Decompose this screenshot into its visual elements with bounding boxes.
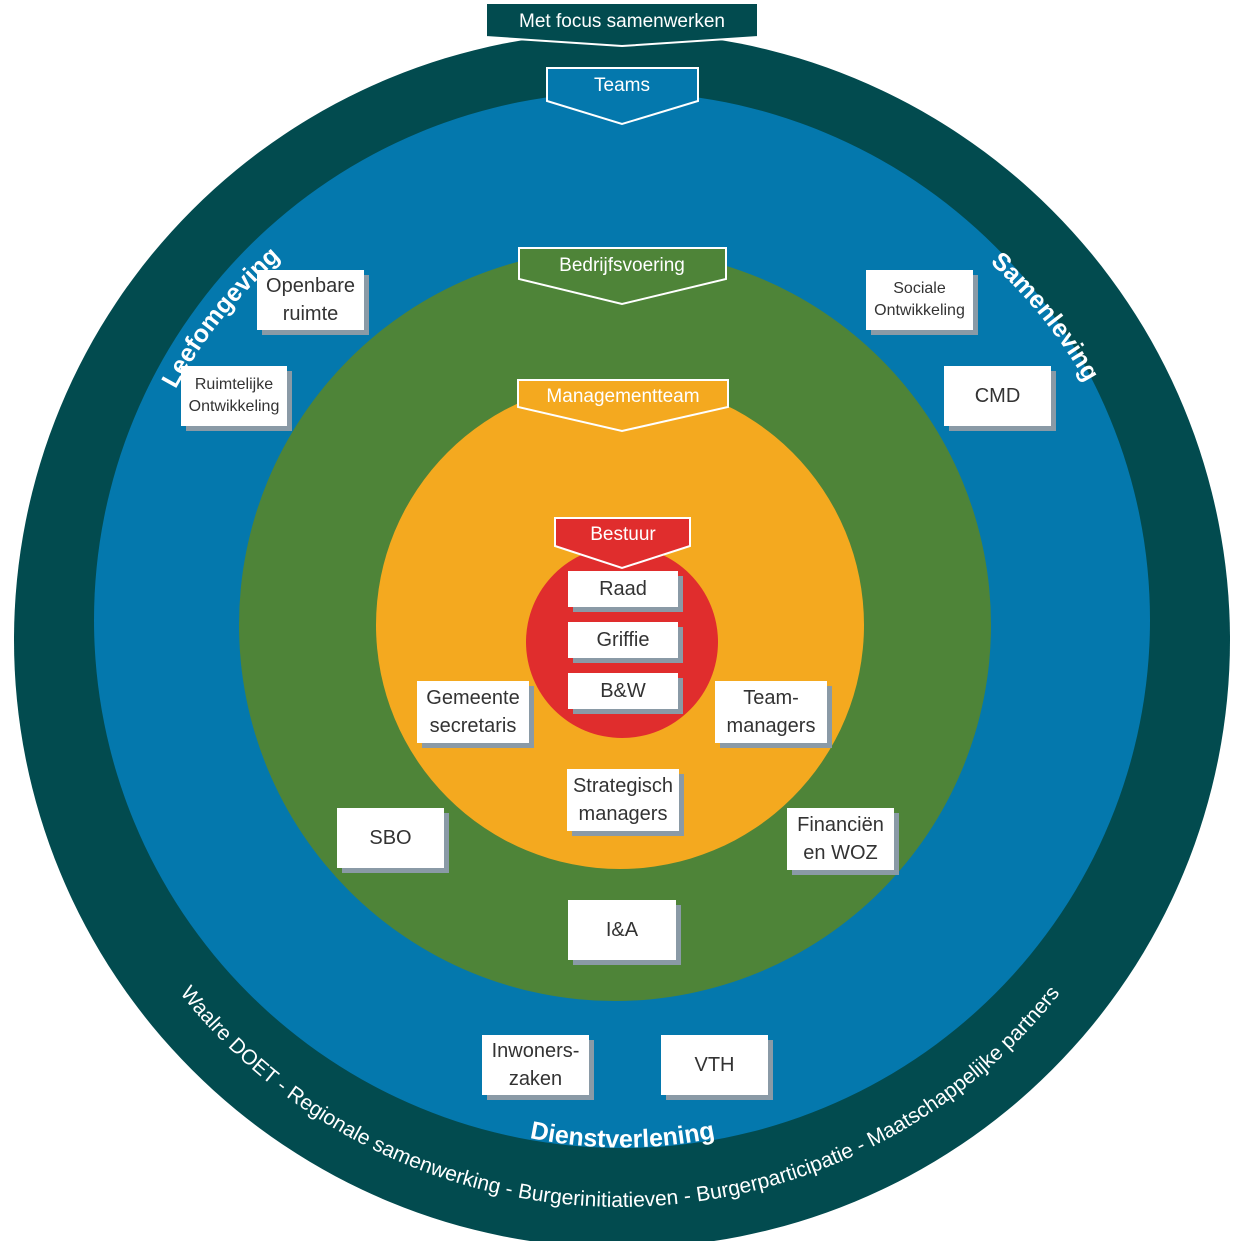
raad-box: Raad bbox=[568, 571, 678, 607]
gemeente-secretaris-box: Gemeente secretaris bbox=[417, 681, 529, 743]
ia-label: I&A bbox=[605, 919, 639, 941]
managementteam-flag: Managementteam bbox=[517, 379, 729, 433]
financien-woz-box: Financiën en WOZ bbox=[787, 808, 894, 870]
inwonerszaken-label: Inwoners- zaken bbox=[491, 1040, 580, 1090]
team-managers-box: Team- managers bbox=[715, 681, 827, 743]
sbo-label: SBO bbox=[369, 827, 412, 849]
openbare-ruimte-label: Openbare ruimte bbox=[266, 275, 355, 325]
sociale-ontwikkeling-box: Sociale Ontwikkeling bbox=[866, 270, 973, 330]
bw-box: B&W bbox=[568, 673, 678, 709]
bestuur-flag-label: Bestuur bbox=[590, 524, 656, 545]
vth-label: VTH bbox=[694, 1054, 735, 1076]
sbo-box: SBO bbox=[337, 808, 444, 868]
sociale-ontwikkeling-label: Sociale Ontwikkeling bbox=[874, 279, 965, 319]
financien-woz-label: Financiën en WOZ bbox=[797, 814, 884, 864]
managementteam-flag-label: Managementteam bbox=[546, 386, 699, 407]
outer-flag: Met focus samenwerken bbox=[485, 2, 759, 48]
bedrijfsvoering-flag-label: Bedrijfsvoering bbox=[559, 255, 685, 276]
ia-box: I&A bbox=[568, 900, 676, 960]
griffie-label: Griffie bbox=[596, 629, 650, 651]
ruimtelijke-ontwikkeling-box: Ruimtelijke Ontwikkeling bbox=[181, 366, 287, 426]
bestuur-flag: Bestuur bbox=[554, 517, 691, 570]
bw-label: B&W bbox=[600, 680, 646, 702]
raad-label: Raad bbox=[599, 578, 647, 600]
outer-flag-label: Met focus samenwerken bbox=[519, 11, 725, 32]
cmd-box: CMD bbox=[944, 366, 1051, 426]
bedrijfsvoering-flag: Bedrijfsvoering bbox=[518, 247, 727, 306]
griffie-box: Griffie bbox=[568, 622, 678, 658]
strategisch-managers-label: Strategisch managers bbox=[572, 775, 674, 825]
inwonerszaken-box: Inwoners- zaken bbox=[482, 1035, 589, 1095]
teams-flag: Teams bbox=[546, 67, 699, 126]
strategisch-managers-box: Strategisch managers bbox=[567, 769, 679, 831]
team-managers-label: Team- managers bbox=[726, 687, 816, 737]
ruimtelijke-ontwikkeling-label: Ruimtelijke Ontwikkeling bbox=[188, 375, 280, 415]
gemeente-secretaris-label: Gemeente secretaris bbox=[426, 687, 520, 737]
openbare-ruimte-box: Openbare ruimte bbox=[257, 270, 364, 330]
cmd-label: CMD bbox=[974, 385, 1021, 407]
vth-box: VTH bbox=[661, 1035, 768, 1095]
teams-flag-label: Teams bbox=[594, 75, 650, 96]
